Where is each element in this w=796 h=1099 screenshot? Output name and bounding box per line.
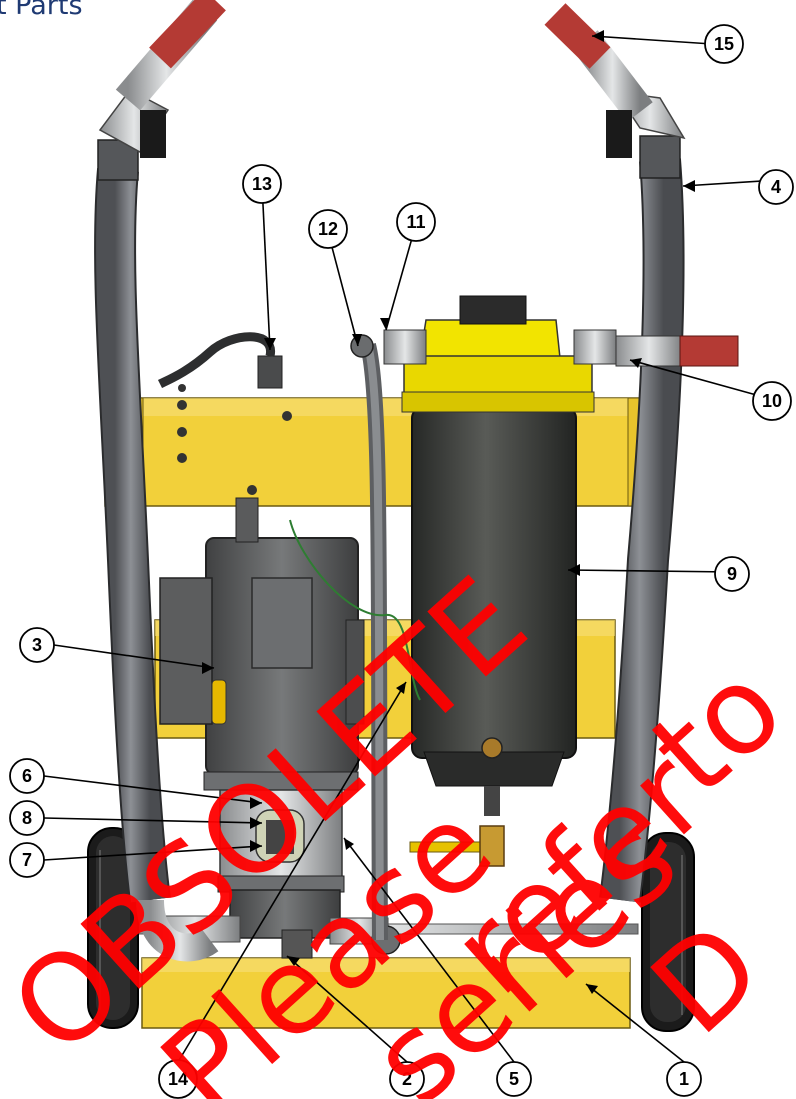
right-wheel — [641, 832, 695, 1032]
right-hose — [544, 3, 686, 903]
power-cord — [157, 332, 275, 389]
ground-wire — [289, 519, 421, 701]
callout-7-label: 7 — [22, 850, 32, 870]
callout-2-label: 2 — [402, 1069, 412, 1089]
callout-4-label: 4 — [771, 177, 781, 197]
callout-6: 6 — [9, 758, 45, 794]
callout-13-label: 13 — [252, 174, 272, 194]
callout-2: 2 — [389, 1061, 425, 1097]
callout-4: 4 — [758, 169, 794, 205]
callout-14-label: 14 — [168, 1069, 188, 1089]
left-wheel — [87, 827, 139, 1029]
callout-11: 11 — [396, 202, 436, 242]
callout-6-label: 6 — [22, 766, 32, 786]
drain-valve — [409, 825, 505, 867]
leader-lines — [43, 35, 779, 1063]
callout-9: 9 — [714, 556, 750, 592]
callout-15-label: 15 — [714, 34, 734, 54]
filter-canister — [411, 407, 577, 816]
callout-5-label: 5 — [509, 1069, 519, 1089]
callout-11-label: 11 — [406, 212, 425, 232]
electric-motor — [159, 355, 365, 775]
callout-12-label: 12 — [318, 219, 338, 239]
callout-14: 14 — [158, 1059, 198, 1099]
callout-3: 3 — [19, 627, 55, 663]
pump-coupling — [203, 771, 359, 893]
callout-9-label: 9 — [727, 564, 737, 584]
callout-8: 8 — [9, 800, 45, 836]
callout-15: 15 — [704, 24, 744, 64]
callout-7: 7 — [9, 842, 45, 878]
leader-arrowheads — [202, 30, 695, 994]
page-title: t Parts — [0, 0, 83, 21]
callout-8-label: 8 — [22, 808, 32, 828]
callout-1-label: 1 — [679, 1069, 689, 1089]
callout-10-label: 10 — [762, 391, 782, 411]
left-hose — [94, 0, 226, 903]
filter-head — [383, 295, 617, 413]
callout-5: 5 — [496, 1061, 532, 1097]
callout-13: 13 — [242, 164, 282, 204]
callout-3-label: 3 — [32, 635, 42, 655]
callout-12: 12 — [308, 209, 348, 249]
callout-10: 10 — [752, 381, 792, 421]
callout-1: 1 — [666, 1061, 702, 1097]
gear-pump — [136, 889, 401, 962]
